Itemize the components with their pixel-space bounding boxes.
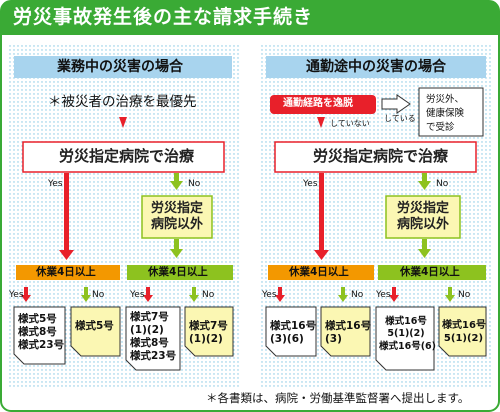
left-yes-arrowhead xyxy=(59,250,74,260)
right-yes-label: Yes xyxy=(303,179,318,189)
right-no-shaft xyxy=(422,173,427,181)
left-form-a-text: 様式5号 様式8号 様式23号 xyxy=(18,313,65,352)
left-no-arrowhead xyxy=(170,181,183,190)
right-d-arrowhead xyxy=(445,295,455,302)
right-c-arrowhead xyxy=(389,295,399,302)
right-no-label: No xyxy=(436,179,449,189)
right-section-header: 通勤途中の災害の場合 xyxy=(306,59,446,75)
left-c-arrowhead xyxy=(143,295,153,302)
left-no-shaft xyxy=(174,173,179,181)
left-c-yes-label: Yes xyxy=(130,290,145,300)
right-arrow-top xyxy=(317,117,325,128)
page-title: 労災事故発生後の主な請求手続き xyxy=(13,6,314,28)
left-priority-note: ＊被災者の治療を最優先 xyxy=(48,94,197,110)
left-b-arrowhead xyxy=(81,295,91,302)
right-d-no-label: No xyxy=(458,290,471,300)
left-yes-shaft xyxy=(64,173,69,250)
right-other-hospital-box xyxy=(385,195,461,239)
right-c-shaft xyxy=(392,287,396,295)
right-form-d-text: 様式16号 5(1)(2) xyxy=(442,320,486,344)
left-a-arrowhead xyxy=(21,295,31,302)
left-rest-bar-no xyxy=(127,265,233,280)
left-no-label: No xyxy=(188,179,201,189)
right-a-yes-label: Yes xyxy=(262,290,277,300)
right-rest-label-yes: 休業4日以上 xyxy=(289,266,349,278)
right-form-box-d xyxy=(438,306,487,357)
left-other-hospital-box xyxy=(141,195,213,239)
left-form-d-text: 様式7号 (1)(2) xyxy=(189,320,228,346)
deviation-no-label: していない xyxy=(330,119,370,128)
left-form-box-b xyxy=(70,306,121,357)
left-a-shaft xyxy=(24,287,28,295)
right-form-b-text: 様式16号 (3) xyxy=(325,320,372,346)
title-bar xyxy=(1,1,499,35)
right-other-hospital-label: 労災指定 病院以外 xyxy=(396,201,449,233)
right-hospital-box xyxy=(274,141,477,173)
right-a-shaft xyxy=(278,287,282,295)
right-form-c-text: 様式16号 5(1)(2) 様式16号(6) xyxy=(379,316,437,352)
left-b-shaft xyxy=(84,287,88,295)
insurance-label: 労災外、 健康保険 で受診 xyxy=(426,94,465,133)
left-section-header: 業務中の災害の場合 xyxy=(57,59,183,75)
left-d-shaft xyxy=(192,287,196,295)
deviation-yes-label: している xyxy=(384,114,416,123)
right-rest-bar-yes xyxy=(268,265,374,280)
right-no2-arrowhead xyxy=(418,249,431,258)
left-form-c-text: 様式7号 (1)(2) 様式8号 様式23号 xyxy=(130,311,177,363)
route-deviation-label: 通勤経路を逸脱 xyxy=(283,98,353,109)
left-form-box-d xyxy=(184,306,234,357)
right-yes-arrowhead xyxy=(314,250,329,260)
right-hospital-label: 労災指定病院で治療 xyxy=(313,147,449,165)
right-form-box-c xyxy=(375,306,435,371)
left-other-hospital-label: 労災指定 病院以外 xyxy=(150,201,203,233)
left-a-yes-label: Yes xyxy=(9,290,24,300)
right-rest-bar-no xyxy=(378,265,486,280)
route-deviation-box xyxy=(270,95,376,114)
right-a-arrowhead xyxy=(275,295,285,302)
right-b-shaft xyxy=(341,287,345,295)
right-header-band xyxy=(266,56,486,78)
left-d-no-label: No xyxy=(202,290,215,300)
right-d-shaft xyxy=(448,287,452,295)
right-c-yes-label: Yes xyxy=(376,290,391,300)
footer-note: ＊各書類は、病院・労働基準監督署へ提出します。 xyxy=(206,391,470,405)
left-b-no-label: No xyxy=(92,290,105,300)
left-form-box-a xyxy=(13,306,66,365)
left-hospital-label: 労災指定病院で治療 xyxy=(59,147,195,165)
right-b-arrowhead xyxy=(338,295,348,302)
left-rest-bar-yes xyxy=(16,265,120,280)
left-arrow-top xyxy=(119,117,127,128)
left-hospital-box xyxy=(22,141,225,173)
right-form-box-a xyxy=(265,306,317,357)
right-form-a-text: 様式16号 (3)(6) xyxy=(270,320,317,346)
right-yes-shaft xyxy=(319,173,324,250)
right-b-no-label: No xyxy=(351,290,364,300)
left-form-box-c xyxy=(125,306,181,371)
right-no2-shaft xyxy=(422,239,427,249)
insurance-box xyxy=(418,87,484,137)
left-c-shaft xyxy=(146,287,150,295)
right-form-box-b xyxy=(320,306,371,357)
left-yes-label: Yes xyxy=(48,179,63,189)
right-no-arrowhead xyxy=(418,181,431,190)
left-rest-label-yes: 休業4日以上 xyxy=(36,266,96,278)
deviation-yes-arrow xyxy=(381,94,411,114)
left-d-arrowhead xyxy=(189,295,199,302)
left-header-band xyxy=(14,56,232,78)
left-rest-label-no: 休業4日以上 xyxy=(148,266,208,278)
left-no2-shaft xyxy=(174,239,179,249)
right-rest-label-no: 休業4日以上 xyxy=(400,266,460,278)
left-form-b-text: 様式5号 xyxy=(75,320,114,332)
left-no2-arrowhead xyxy=(170,249,183,258)
